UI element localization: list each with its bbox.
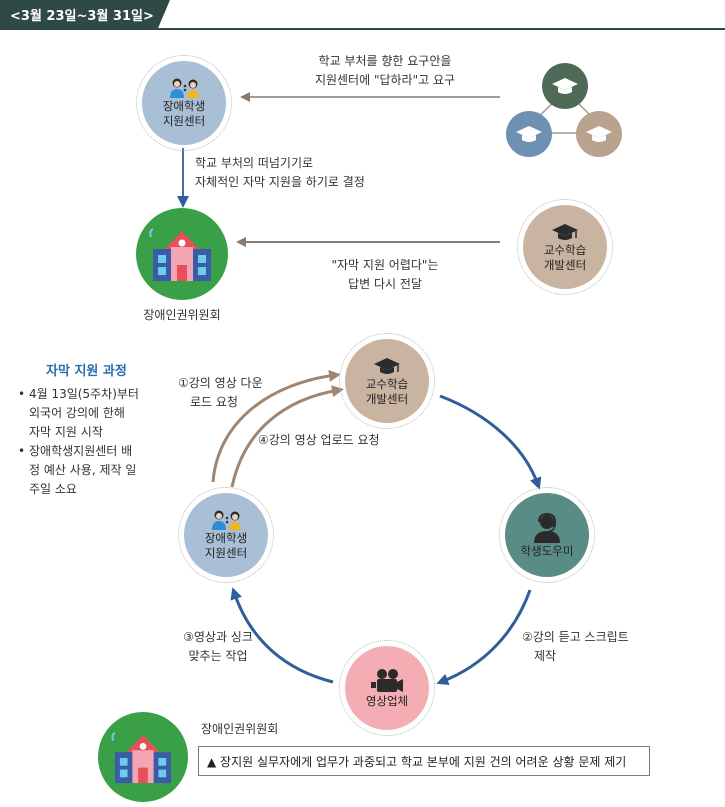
student-pair-icon	[212, 510, 241, 530]
header-divider	[0, 28, 725, 30]
teaching-center-cycle-label: 교수학습 개발센터	[365, 377, 409, 406]
support-center-top-label: 장애학생 지원센터	[162, 99, 206, 128]
reply-message: "자막 지원 어렵다"는 답변 다시 전달	[331, 258, 439, 291]
step1-label: ①강의 영상 다운 로드 요청	[178, 376, 263, 409]
student-pair-icon	[170, 78, 199, 98]
human-rights-committee-circle	[136, 208, 228, 300]
school-building-icon	[111, 731, 171, 784]
graduation-cap-icon	[374, 358, 400, 374]
support-center-cycle: 장애학생 지원센터	[184, 493, 268, 577]
teaching-center-cycle: 교수학습 개발센터	[345, 339, 429, 423]
issue-note-box: ▲ 장지원 실무자에게 업무가 과중되고 학교 본부에 지원 건의 어려운 상황…	[198, 746, 650, 776]
support-center-cycle-ring	[178, 487, 274, 583]
request-message: 학교 부처를 향한 요구안을 지원센터에 "답하라"고 요구	[314, 54, 456, 87]
cap-circle-top	[542, 63, 588, 109]
period-text: <3월 23일~3월 31일>	[10, 8, 154, 24]
step3-label: ③영상과 싱크 맞추는 작업	[183, 630, 253, 663]
graduation-cap-icon	[586, 126, 612, 142]
graduation-cap-icon	[552, 78, 578, 94]
human-rights-committee-label: 장애인권위원회	[143, 308, 221, 322]
human-rights-committee-bottom-circle	[98, 712, 188, 802]
support-center-top-ring	[136, 55, 232, 151]
graduation-cap-icon	[552, 224, 578, 240]
student-helper-ring	[499, 487, 595, 583]
cap-circle-left	[506, 111, 552, 157]
human-rights-committee-bottom-label: 장애인권위원회	[201, 722, 279, 736]
process-title: 자막 지원 과정	[46, 364, 127, 379]
process-bullets: 4월 13일(5주차)부터 외국어 강의에 한해 자막 지원 시작 장애학생지원…	[18, 385, 168, 499]
step1-arrow	[211, 369, 341, 483]
teaching-center-right-label: 교수학습 개발센터	[543, 243, 587, 272]
school-building-icon	[149, 228, 211, 281]
decision-message: 학교 부처의 떠넘기기로 자체적인 자막 지원을 하기로 결정	[195, 156, 365, 189]
process-bullet: 4월 13일(5주차)부터 외국어 강의에 한해 자막 지원 시작	[18, 385, 168, 442]
support-center-cycle-label: 장애학생 지원센터	[204, 531, 248, 560]
to-helper-arrow	[439, 394, 542, 490]
graduation-cap-icon	[516, 126, 542, 142]
step4-label: ④강의 영상 업로드 요청	[258, 433, 380, 447]
student-helper: 학생도우미	[505, 493, 589, 577]
support-center-top: 장애학생 지원센터	[142, 61, 226, 145]
step3-arrow	[230, 587, 334, 684]
teaching-center-right-ring	[517, 199, 613, 295]
process-bullet: 장애학생지원센터 배 정 예산 사용, 제작 일 주일 소요	[18, 442, 168, 499]
issue-note-text: ▲ 장지원 실무자에게 업무가 과중되고 학교 본부에 지원 건의 어려운 상황…	[207, 754, 627, 769]
teaching-center-cycle-ring	[339, 333, 435, 429]
student-helper-label: 학생도우미	[520, 543, 574, 558]
headset-person-icon	[534, 512, 560, 543]
film-camera-icon	[371, 668, 403, 692]
step2-arrow	[436, 589, 532, 686]
step4-arrow	[230, 385, 344, 488]
period-tab: <3월 23일~3월 31일>	[0, 0, 170, 28]
step2-label: ②강의 듣고 스크립트 제작	[522, 630, 629, 663]
teaching-center-right: 교수학습 개발센터	[523, 205, 607, 289]
cap-circle-right	[576, 111, 622, 157]
video-company-ring	[339, 640, 435, 736]
video-company: 영상업체	[345, 646, 429, 730]
video-company-label: 영상업체	[365, 693, 409, 708]
